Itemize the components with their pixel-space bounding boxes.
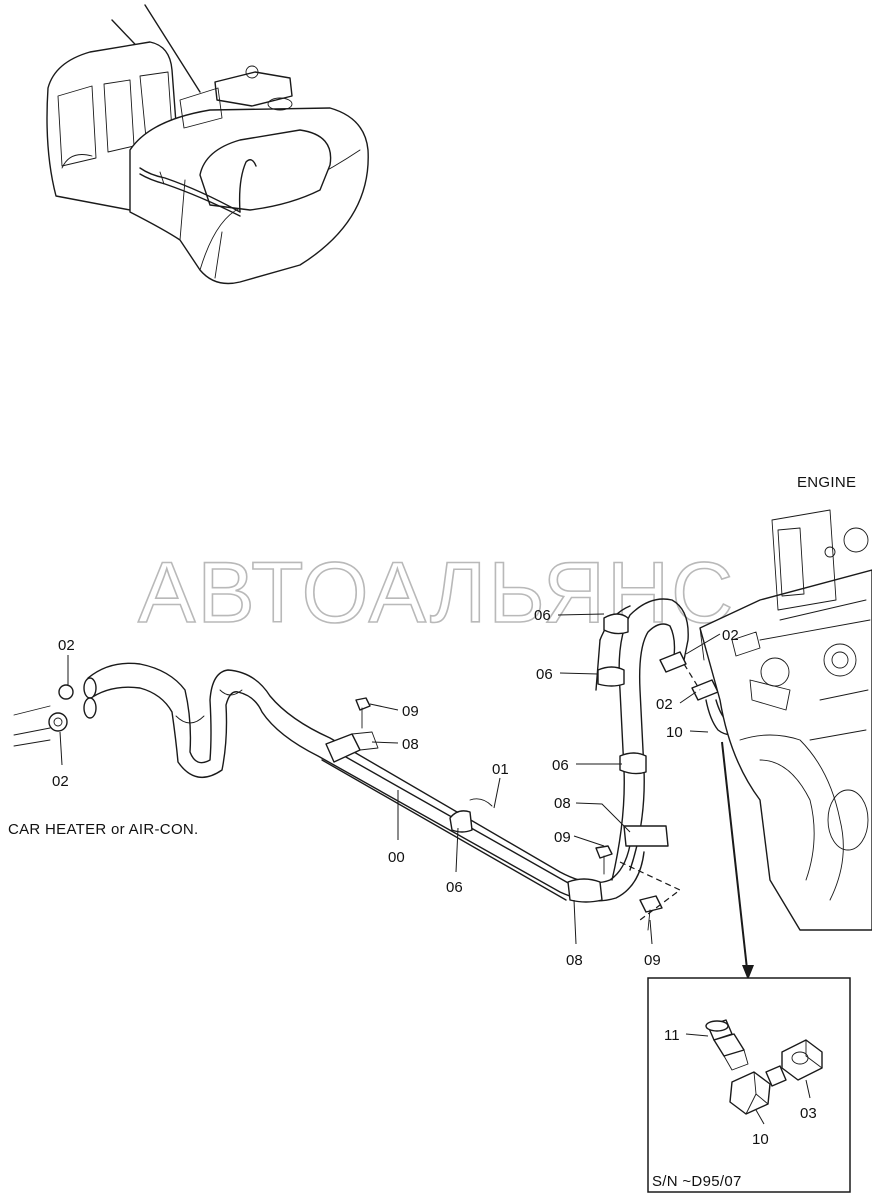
- part-label-08-upper: 08: [402, 736, 419, 753]
- heater-hose-assembly: [13, 598, 759, 931]
- detail-box: [647, 977, 851, 1193]
- part-label-09-mid: 09: [554, 829, 571, 846]
- label-leaders: [59, 613, 811, 1125]
- excavator-overview-illustration: [46, 4, 369, 285]
- part-label-02-right-upper: 02: [722, 627, 739, 644]
- part-label-02-bottom-left: 02: [52, 773, 69, 790]
- part-label-01: 01: [492, 761, 509, 778]
- watermark-text: АВТОАЛЬЯНС: [138, 545, 735, 641]
- part-label-06-left: 06: [446, 879, 463, 896]
- part-label-00: 00: [388, 849, 405, 866]
- part-label-02-right-lower: 02: [656, 696, 673, 713]
- part-label-06-mid: 06: [536, 666, 553, 683]
- part-label-11-detail: 11: [664, 1027, 680, 1044]
- serial-number-caption: S/N ~D95/07: [652, 1173, 742, 1190]
- part-label-10-detail: 10: [752, 1131, 769, 1148]
- part-label-06-top: 06: [534, 607, 551, 624]
- part-label-08-right: 08: [554, 795, 571, 812]
- engine-caption: ENGINE: [797, 474, 856, 491]
- part-label-09-lower: 09: [644, 952, 661, 969]
- part-label-03-detail: 03: [800, 1105, 817, 1122]
- engine-illustration: [699, 509, 872, 931]
- car-heater-caption: CAR HEATER or AIR-CON.: [8, 821, 199, 838]
- part-label-09-upper: 09: [402, 703, 419, 720]
- part-label-08-lower-left: 08: [566, 952, 583, 969]
- part-label-02-top-left: 02: [58, 637, 75, 654]
- part-label-10-main: 10: [666, 724, 683, 741]
- detail-leader-arrow: [742, 965, 754, 980]
- detail-leader-line: [721, 741, 749, 979]
- part-label-06-lower: 06: [552, 757, 569, 774]
